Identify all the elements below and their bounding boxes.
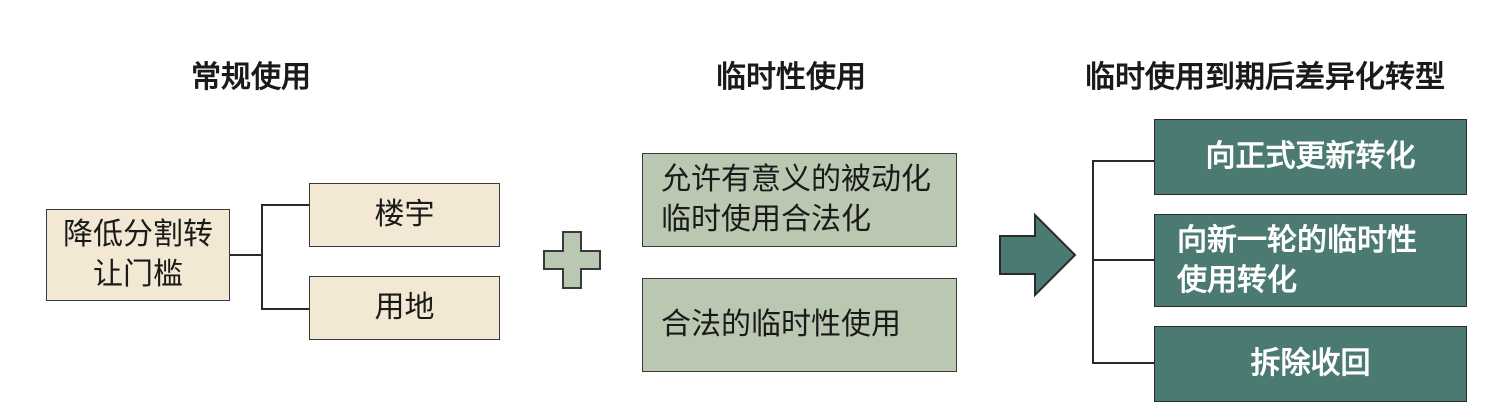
box-legal-temporary-use: 合法的临时性使用 (642, 278, 957, 372)
connector-to-land (261, 308, 309, 310)
connector-to-new-temporary (1092, 259, 1154, 261)
box-land-label: 用地 (374, 290, 435, 325)
box-land: 用地 (309, 276, 500, 340)
box-lower-transfer-threshold: 降低分割转让门槛 (46, 209, 230, 301)
box-lower-transfer-threshold-label: 降低分割转让门槛 (63, 217, 213, 292)
box-legalize-passive-temporary-use-label: 允许有意义的被动化临时使用合法化 (661, 162, 931, 237)
connector-source-out (230, 254, 262, 256)
connector-to-demolish (1092, 362, 1154, 364)
box-building-label: 楼宇 (374, 197, 435, 232)
box-formal-renewal: 向正式更新转化 (1154, 119, 1467, 195)
connector-to-formal-renewal (1092, 160, 1154, 162)
arrow-right-icon (999, 212, 1077, 298)
box-legalize-passive-temporary-use: 允许有意义的被动化临时使用合法化 (642, 153, 957, 247)
box-formal-renewal-label: 向正式更新转化 (1205, 139, 1416, 174)
box-new-round-temporary-use: 向新一轮的临时性使用转化 (1154, 214, 1467, 307)
heading-temporary-use: 临时性使用 (716, 60, 866, 95)
box-legal-temporary-use-label: 合法的临时性使用 (661, 307, 901, 342)
heading-transformation: 临时使用到期后差异化转型 (1085, 60, 1445, 95)
connector-vertical-branch (261, 204, 263, 310)
connector-to-building (261, 204, 309, 206)
plus-icon (543, 231, 601, 289)
box-demolish-reclaim: 拆除收回 (1154, 326, 1467, 402)
box-building: 楼宇 (309, 183, 500, 247)
box-demolish-reclaim-label: 拆除收回 (1250, 346, 1371, 381)
connector-transform-vertical (1092, 160, 1094, 364)
box-new-round-temporary-use-label: 向新一轮的临时性使用转化 (1177, 222, 1417, 298)
heading-regular-use: 常规使用 (191, 60, 311, 95)
